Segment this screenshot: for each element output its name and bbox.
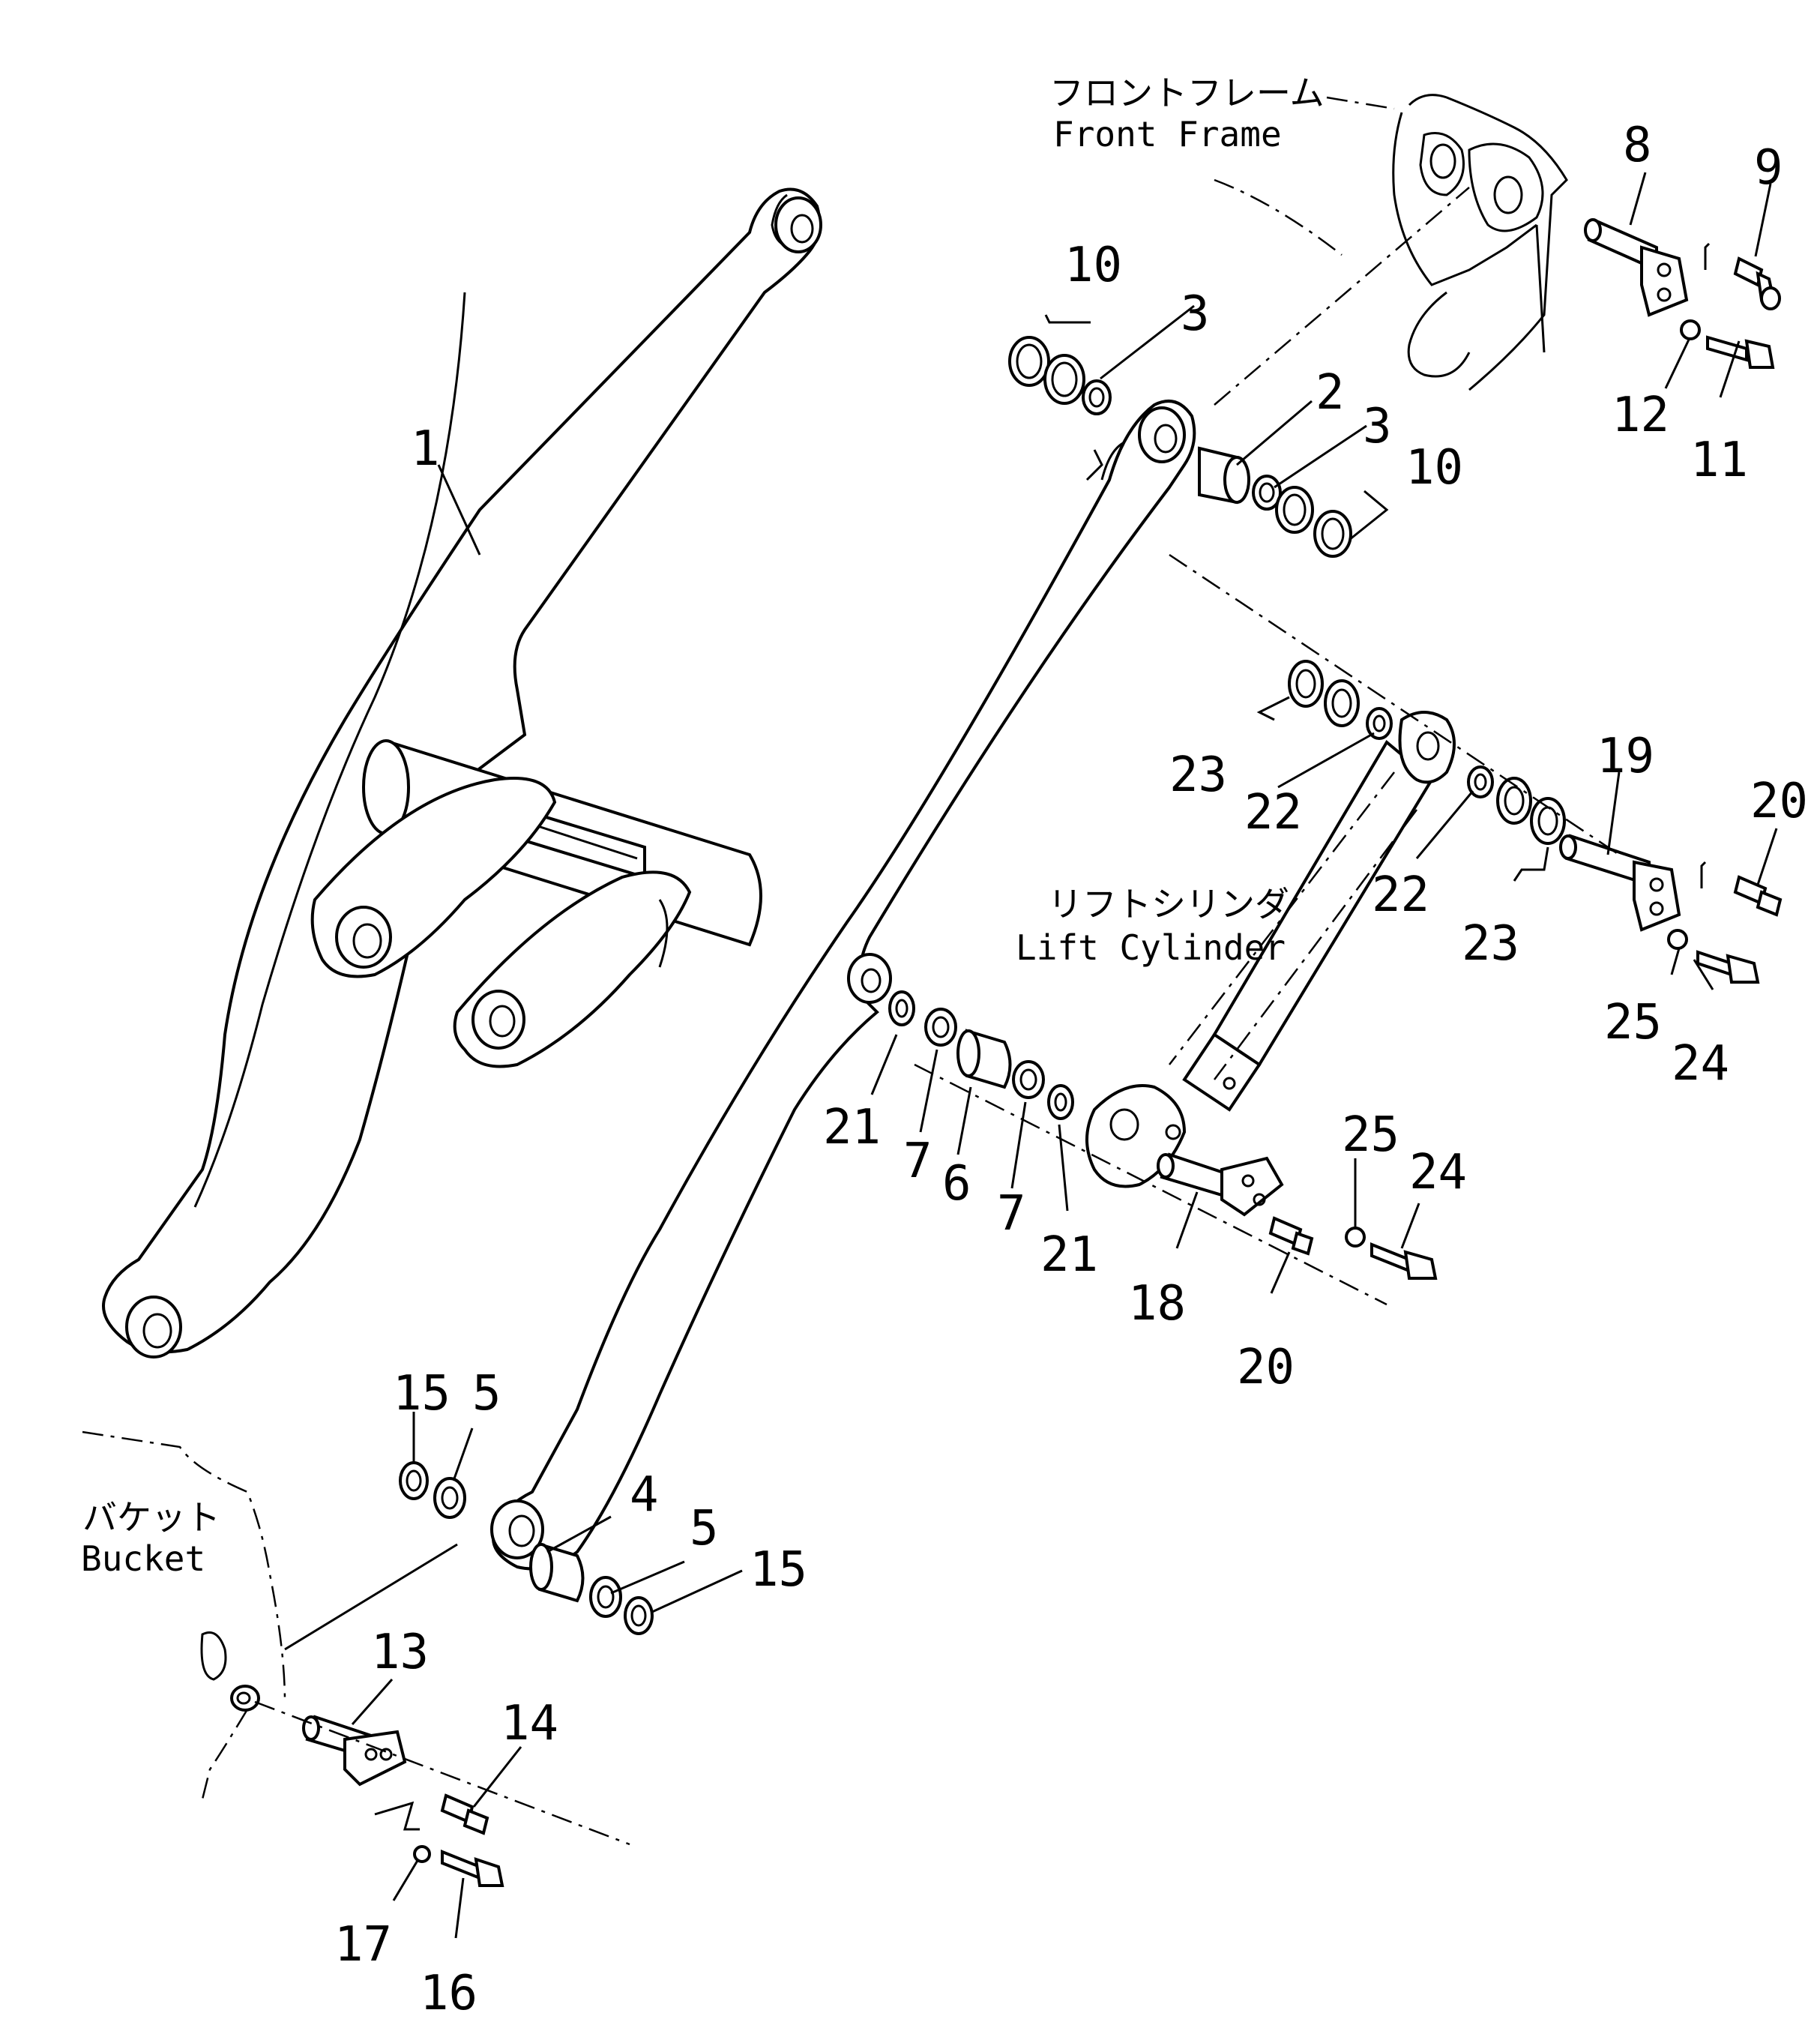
callout-numbers: 1 2 3 3 4 5 5 6 7 7 8 9 10 10 11 12 13 1… [334,118,1808,2021]
callout-15-lower: 15 [750,1542,807,1598]
cylinder-label: リフトシリンダ Lift Cylinder [1016,884,1289,968]
grease-fitting-20-lower [1268,1216,1314,1256]
callout-20-upper: 20 [1750,774,1808,829]
cylinder-head-washers [1288,660,1566,845]
callout-3-lower: 3 [1363,399,1392,454]
callout-20-lower: 20 [1237,1340,1295,1395]
bolt-24-upper [1696,950,1760,984]
callout-12: 12 [1612,388,1669,443]
callout-5-upper: 5 [472,1366,501,1421]
lift-cylinder-label-en: Lift Cylinder [1016,927,1286,968]
callout-2: 2 [1316,365,1345,421]
washer-25-lower [1345,1227,1366,1248]
callout-10-lower: 10 [1405,440,1463,496]
bolt-16 [441,1850,504,1887]
callout-14: 14 [501,1696,558,1751]
bucket [82,1430,286,1800]
front-frame-label-en: Front Frame [1053,114,1282,154]
callout-9: 9 [1754,140,1783,196]
leader-lines [351,172,1778,1939]
pin-13 [302,1715,407,1787]
bolt-11 [1706,335,1775,369]
callout-21-left: 21 [823,1100,881,1155]
front-frame-label-jp: フロントフレーム [1049,73,1325,113]
callout-19: 19 [1597,729,1654,784]
callout-4: 4 [630,1467,659,1523]
lift-arm-right [490,400,1196,1571]
callout-25-upper: 25 [1604,995,1662,1050]
callout-24-lower: 24 [1409,1145,1467,1200]
callout-1: 1 [411,421,440,477]
centerline-bucket-pin [254,1700,630,1846]
callout-22-lower: 22 [1372,867,1429,923]
bucket-label-jp: バケット [82,1497,220,1538]
centerline-bucket [284,1543,458,1651]
callout-6: 6 [942,1156,971,1212]
grease-fitting-9 [1704,242,1781,310]
bucket-label-en: Bucket [81,1538,205,1579]
callout-23-upper: 23 [1169,747,1227,803]
callout-15-upper: 15 [393,1366,451,1421]
callout-11: 11 [1690,433,1748,488]
grease-fitting-14 [374,1793,489,1835]
centerline-cylinder-head [1169,553,1620,856]
washer-17 [413,1845,431,1863]
callout-5-lower: 5 [690,1501,719,1556]
lower-bushing-set [399,1461,654,1635]
bucket-label: バケット Bucket [81,1497,220,1579]
callout-21-right: 21 [1040,1227,1098,1283]
frame-label: フロントフレーム Front Frame [1049,73,1325,154]
callout-7-right: 7 [997,1186,1026,1242]
lift-cylinder [1085,711,1456,1188]
callout-25-lower: 25 [1342,1107,1399,1163]
lift-cylinder-label-jp: リフトシリンダ [1048,884,1289,924]
bolt-24-lower [1370,1242,1438,1280]
front-frame [1214,94,1568,391]
pin-18 [1157,1152,1284,1217]
callout-22-upper: 22 [1244,785,1302,840]
callout-3-upper: 3 [1181,286,1210,342]
mid-bushing-set [888,990,1074,1120]
lift-arm [102,187,822,1358]
callout-23-lower: 23 [1462,916,1519,972]
upper-bushing-set [1008,336,1352,558]
washer-12 [1680,319,1701,340]
callout-7-left: 7 [903,1134,932,1189]
centerline-cylinder-rod [914,1063,1387,1306]
washer-25-upper [1667,929,1688,950]
callout-16: 16 [420,1966,477,2018]
callout-13: 13 [371,1625,429,1680]
centerline-upper [1214,187,1470,406]
pin-19 [1559,834,1681,932]
grease-fitting-20-upper [1700,861,1783,917]
callout-10-upper: 10 [1064,238,1122,293]
callout-24-upper: 24 [1672,1036,1729,1092]
callout-17: 17 [334,1917,392,1973]
pin-8 [1584,218,1689,317]
callout-8: 8 [1623,118,1652,173]
callout-18: 18 [1128,1276,1186,1332]
